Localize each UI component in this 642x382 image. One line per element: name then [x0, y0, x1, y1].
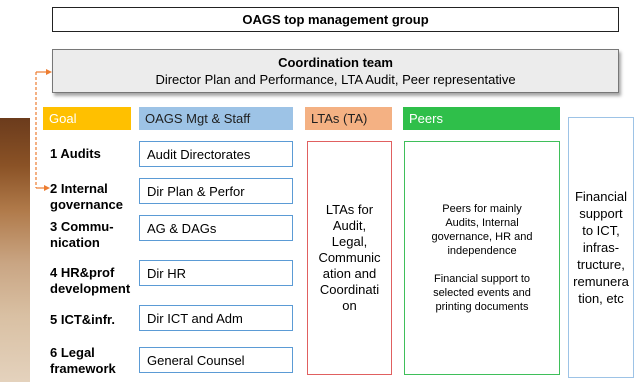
mgt-item-dir-plan: Dir Plan & Perfor — [139, 178, 293, 204]
peers-text-line: independence — [447, 245, 517, 257]
coordination-title: Coordination team — [278, 55, 393, 70]
mgt-header-label: OAGS Mgt & Staff — [145, 111, 251, 126]
goal-line: 2 Internal — [50, 181, 108, 196]
mgt-item-general-counsel: General Counsel — [139, 347, 293, 373]
top-management-label: OAGS top management group — [242, 12, 429, 27]
financial-text-line: tructure, — [577, 257, 625, 272]
mgt-item-label: Audit Directorates — [147, 146, 251, 162]
lta-text-line: Coordinati — [319, 282, 380, 297]
peers-header: Peers — [403, 107, 560, 130]
goal-line: development — [50, 281, 131, 296]
goal-header-label: Goal — [49, 111, 77, 126]
financial-text-line: tion, etc — [578, 291, 624, 306]
goal-item-audits: 1 Audits — [50, 146, 101, 162]
financial-text-line: Financial — [574, 189, 627, 204]
coordination-team-box: Coordination team Director Plan and Perf… — [52, 49, 619, 93]
financial-text-line: to ICT, — [582, 223, 620, 238]
goal-line: 5 ICT&infr. — [50, 312, 116, 327]
goal-line: 4 HR&prof — [50, 265, 115, 280]
lta-text-line: on — [342, 298, 357, 313]
financial-text-line: infras- — [582, 240, 620, 255]
goal-item-ict: 5 ICT&infr. — [50, 312, 115, 328]
lta-text-line: Communic — [318, 250, 381, 265]
goal-item-hr: 4 HR&prof development — [50, 265, 130, 297]
top-management-box: OAGS top management group — [52, 7, 619, 32]
background-photo — [0, 118, 30, 382]
peers-description-box: Peers for mainly Audits, Internal govern… — [404, 141, 560, 375]
goal-line: nication — [50, 235, 100, 250]
feedback-arrow — [35, 69, 52, 191]
goal-header: Goal — [43, 107, 131, 130]
peers-text-line: governance, HR and — [431, 231, 533, 243]
mgt-item-audit-directorates: Audit Directorates — [139, 141, 293, 167]
lta-header: LTAs (TA) — [305, 107, 392, 130]
goal-item-communication: 3 Commu- nication — [50, 219, 114, 251]
peers-header-label: Peers — [409, 111, 443, 126]
financial-text-line: support — [579, 206, 623, 221]
peers-text-line: Financial support to — [434, 273, 530, 285]
financial-text-line: remunera — [573, 274, 629, 289]
goal-line: governance — [50, 197, 123, 212]
goal-item-internal-governance: 2 Internal governance — [50, 181, 123, 213]
mgt-item-label: Dir HR — [147, 265, 186, 281]
lta-description-box: LTAs for Audit, Legal, Communic ation an… — [307, 141, 392, 375]
peers-text-line: selected events and — [433, 287, 531, 299]
lta-text-line: Audit, — [332, 218, 367, 233]
mgt-item-dir-ict: Dir ICT and Adm — [139, 305, 293, 331]
peers-text-line: Peers for mainly — [442, 203, 522, 215]
mgt-item-label: Dir ICT and Adm — [147, 310, 243, 326]
goal-line: 6 Legal — [50, 345, 95, 360]
mgt-item-label: Dir Plan & Perfor — [147, 183, 245, 199]
lta-header-label: LTAs (TA) — [311, 111, 368, 126]
peers-text-line: printing documents — [435, 301, 529, 313]
mgt-header: OAGS Mgt & Staff — [139, 107, 293, 130]
mgt-item-label: General Counsel — [147, 352, 245, 368]
mgt-item-dir-hr: Dir HR — [139, 260, 293, 286]
goal-item-legal: 6 Legal framework — [50, 345, 116, 377]
lta-text-line: LTAs for — [325, 202, 374, 217]
mgt-item-ag-dags: AG & DAGs — [139, 215, 293, 241]
coordination-subtitle: Director Plan and Performance, LTA Audit… — [155, 72, 516, 87]
goal-line: 1 Audits — [50, 146, 101, 161]
goal-line: 3 Commu- — [50, 219, 114, 234]
lta-text-line: Legal, — [331, 234, 368, 249]
financial-support-box: Financial support to ICT, infras- tructu… — [568, 117, 634, 378]
peers-text-line: Audits, Internal — [445, 217, 519, 229]
goal-line: framework — [50, 361, 116, 376]
lta-text-line: ation and — [322, 266, 377, 281]
mgt-item-label: AG & DAGs — [147, 220, 217, 236]
